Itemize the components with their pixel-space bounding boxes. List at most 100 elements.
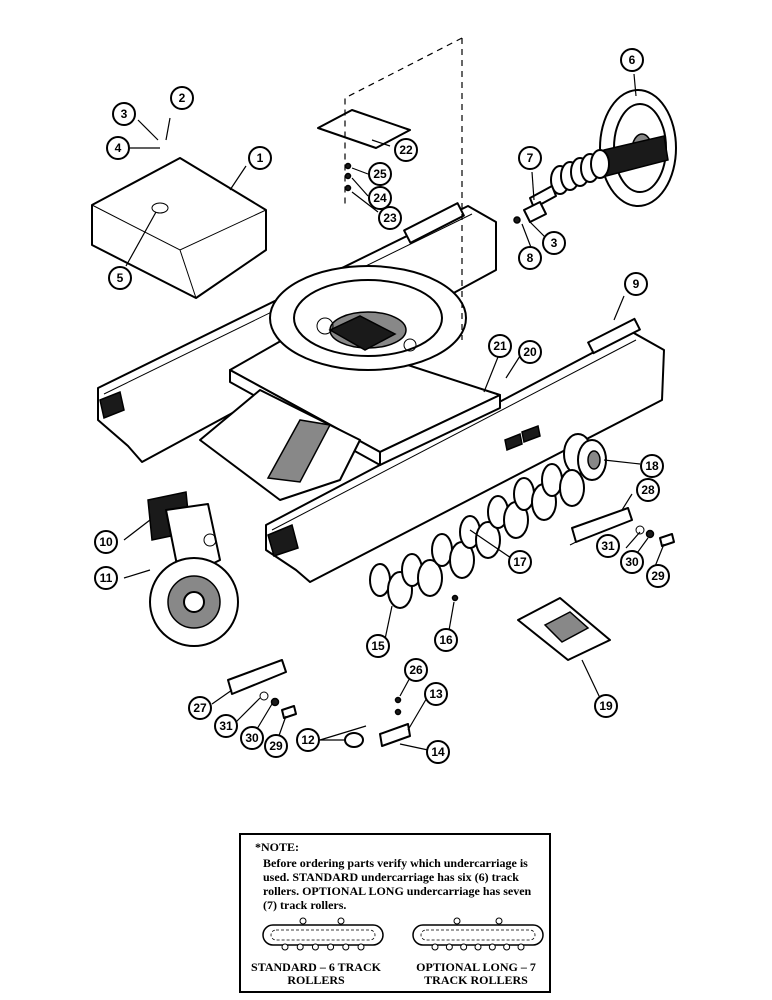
track-roller-dot — [281, 943, 289, 951]
callout-3: 3 — [112, 102, 136, 126]
track-roller-dot — [357, 943, 365, 951]
callout-8: 8 — [518, 246, 542, 270]
svg-text:11: 11 — [100, 571, 113, 585]
callout-15: 15 — [366, 634, 390, 658]
drive-sprocket-part-11 — [147, 491, 239, 647]
callout-30: 30 — [240, 726, 264, 750]
svg-text:17: 17 — [513, 555, 527, 569]
callout-9: 9 — [624, 272, 648, 296]
svg-text:31: 31 — [219, 719, 233, 733]
track-roller-dot — [296, 943, 304, 951]
svg-text:29: 29 — [651, 569, 665, 583]
svg-text:29: 29 — [269, 739, 283, 753]
frame-cover-part-1 — [91, 157, 267, 299]
callout-16: 16 — [434, 628, 458, 652]
svg-text:24: 24 — [373, 191, 387, 205]
callout-14: 14 — [426, 740, 450, 764]
callout-23: 23 — [378, 206, 402, 230]
callout-12: 12 — [296, 728, 320, 752]
callout-27: 27 — [188, 696, 212, 720]
track-roller-icons — [262, 917, 544, 951]
svg-text:12: 12 — [301, 733, 315, 747]
track-roller-dot — [327, 943, 335, 951]
track-rollers-part-15-17 — [369, 463, 585, 609]
callout-30: 30 — [620, 550, 644, 574]
svg-text:3: 3 — [551, 236, 558, 250]
undercarriage-frame — [97, 202, 665, 583]
callout-13: 13 — [424, 682, 448, 706]
svg-text:22: 22 — [399, 143, 413, 157]
note-body: Before ordering parts verify which under… — [263, 856, 532, 912]
standard-roller-label: STANDARD – 6 TRACK ROLLERS — [251, 960, 381, 987]
callout-3: 3 — [542, 231, 566, 255]
svg-text:15: 15 — [371, 639, 385, 653]
svg-text:26: 26 — [409, 663, 423, 677]
track-roller-dot — [460, 943, 468, 951]
callout-18: 18 — [640, 454, 664, 478]
standard-rollers — [281, 943, 365, 951]
callout-11: 11 — [94, 566, 118, 590]
svg-text:9: 9 — [633, 277, 640, 291]
callout-31: 31 — [214, 714, 238, 738]
svg-text:31: 31 — [601, 539, 615, 553]
track-roller-dot — [342, 943, 350, 951]
svg-text:16: 16 — [439, 633, 453, 647]
track-roller-dot — [311, 943, 319, 951]
svg-text:20: 20 — [523, 345, 537, 359]
callout-25: 25 — [368, 162, 392, 186]
callout-4: 4 — [106, 136, 130, 160]
callout-10: 10 — [94, 530, 118, 554]
callout-24: 24 — [368, 186, 392, 210]
callout-29: 29 — [646, 564, 670, 588]
svg-text:13: 13 — [429, 687, 443, 701]
svg-text:14: 14 — [431, 745, 445, 759]
svg-text:28: 28 — [641, 483, 655, 497]
svg-text:23: 23 — [383, 211, 397, 225]
track-roller-dot — [431, 943, 439, 951]
idler-assembly-part-6 — [529, 89, 677, 209]
svg-text:1: 1 — [257, 151, 264, 165]
callout-5: 5 — [108, 266, 132, 290]
svg-text:30: 30 — [625, 555, 639, 569]
svg-text:19: 19 — [599, 699, 613, 713]
svg-text:2: 2 — [179, 91, 186, 105]
svg-text:27: 27 — [193, 701, 207, 715]
svg-text:3: 3 — [121, 107, 128, 121]
svg-text:30: 30 — [245, 731, 259, 745]
adjuster-fitting-part-7 — [513, 201, 547, 224]
svg-text:6: 6 — [629, 53, 636, 67]
note-box: *NOTE: Before ordering parts verify whic… — [239, 833, 551, 993]
callouts: 1 2 3 3 4 5 6 7 8 9 10 11 12 13 14 15 16… — [94, 48, 670, 764]
track-roller-dot — [445, 943, 453, 951]
callout-31: 31 — [596, 534, 620, 558]
optional-roller-label: OPTIONAL LONG – 7 TRACK ROLLERS — [416, 960, 536, 987]
svg-text:21: 21 — [493, 339, 507, 353]
svg-text:8: 8 — [527, 251, 534, 265]
callout-29: 29 — [264, 734, 288, 758]
svg-text:5: 5 — [117, 271, 124, 285]
callout-20: 20 — [518, 340, 542, 364]
hardware-group — [259, 525, 675, 719]
track-roller-dot — [517, 943, 525, 951]
callout-26: 26 — [404, 658, 428, 682]
callout-28: 28 — [636, 478, 660, 502]
master-pin-part-12 — [344, 696, 411, 748]
svg-text:25: 25 — [373, 167, 387, 181]
track-shoe-part-19 — [517, 597, 611, 661]
callout-22: 22 — [394, 138, 418, 162]
carrier-roller-part-18 — [563, 433, 607, 481]
guard-plate-part-28 — [569, 507, 633, 546]
callout-2: 2 — [170, 86, 194, 110]
guard-plate-part-27 — [227, 659, 287, 695]
svg-text:18: 18 — [645, 459, 659, 473]
track-roller-dot — [488, 943, 496, 951]
cover-plate-part-22 — [317, 37, 463, 340]
optional-track-icon — [412, 917, 544, 951]
note-heading: *NOTE: — [255, 840, 300, 854]
svg-text:10: 10 — [99, 535, 113, 549]
callout-1: 1 — [248, 146, 272, 170]
track-roller-dot — [474, 943, 482, 951]
optional-rollers — [431, 943, 525, 951]
callout-6: 6 — [620, 48, 644, 72]
